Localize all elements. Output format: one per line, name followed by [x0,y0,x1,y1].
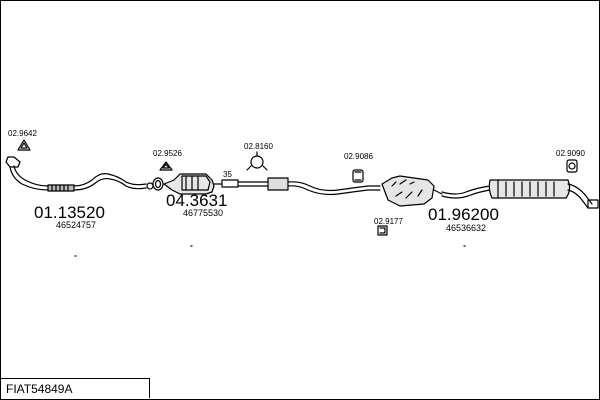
clamp-rear-icon [377,225,388,236]
oe-number-cat: 46775530 [183,208,223,218]
label-clamp-rear: 02.9177 [374,217,403,226]
oe-number-silencer: 46536632 [446,223,486,233]
part-number-cat: 04.3631 [166,191,227,210]
hanger-mid-icon [352,169,364,183]
label-clamp: 02.8160 [244,142,273,151]
diagram-title: FIAT54849A [6,382,73,396]
label-pipe-tag: 35 [223,170,232,179]
part-number-silencer: 01.96200 [428,205,499,224]
title-box: FIAT54849A [0,378,150,398]
catalytic-converter [163,173,223,195]
oe-number-front-pipe: 46524757 [56,220,96,230]
gasket-front-icon [17,139,31,151]
intermediate-pipe [221,177,381,196]
middle-silencer [381,175,443,207]
gasket-cat-icon [159,161,173,171]
clamp-icon [246,151,268,171]
label-gasket-cat: 02.9526 [153,149,182,158]
label-gasket-front: 02.9642 [8,129,37,138]
ring-icon [152,177,164,191]
label-hanger-rear: 02.9090 [556,149,585,158]
label-hanger-mid: 02.9086 [344,152,373,161]
rear-pipe [441,185,491,199]
front-pipe [5,156,154,192]
hanger-rear-icon [566,159,578,173]
part-number-front-pipe: 01.13520 [34,203,105,222]
rear-silencer [488,179,599,209]
